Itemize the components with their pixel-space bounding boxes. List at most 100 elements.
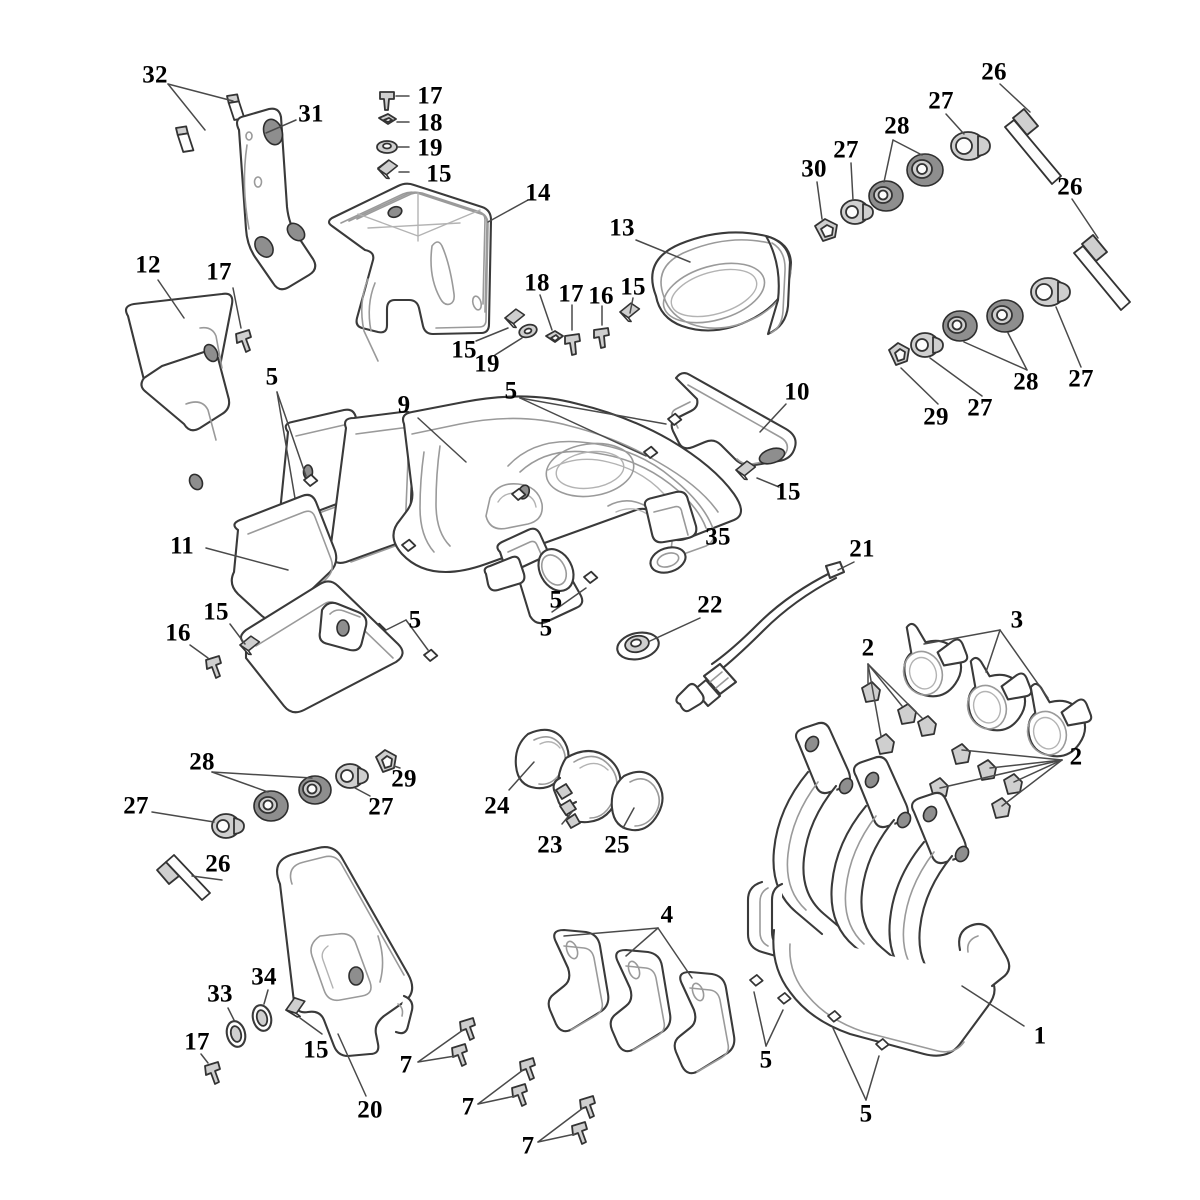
callout-label: 16 xyxy=(165,619,191,647)
part-11-cover xyxy=(205,493,404,714)
callout-label: 15 xyxy=(203,598,229,626)
callout-label: 7 xyxy=(461,1093,475,1121)
callout-label: 35 xyxy=(705,523,731,551)
callout-label: 29 xyxy=(923,403,949,431)
part-22-grommet xyxy=(616,617,701,661)
callout-label: 27 xyxy=(833,136,859,164)
callout-label: 17 xyxy=(206,258,232,286)
callout-label: 5 xyxy=(759,1046,773,1074)
callout-label: 11 xyxy=(169,532,195,560)
callout-label: 27 xyxy=(123,792,149,820)
callout-label: 19 xyxy=(474,350,500,378)
fastener-cluster-lower-left xyxy=(151,749,401,901)
part-12-cover xyxy=(124,279,234,491)
part-20-heat-shield xyxy=(276,846,414,1097)
callout-label: 27 xyxy=(967,394,993,422)
callout-label: 32 xyxy=(142,61,168,89)
part-21-oxygen-sensor xyxy=(675,560,855,713)
callout-label: 1 xyxy=(1033,1022,1047,1050)
part-15-clip-shield-bottom xyxy=(475,306,528,342)
part-15-clip-cover11 xyxy=(229,623,263,658)
callout-label: 18 xyxy=(417,109,443,137)
part-31-bracket xyxy=(235,107,317,291)
callout-label: 15 xyxy=(303,1036,329,1064)
callout-label: 5 xyxy=(408,606,422,634)
callout-label: 21 xyxy=(849,535,875,563)
callout-label: 28 xyxy=(1013,368,1039,396)
callout-label: 18 xyxy=(524,269,550,297)
callout-label: 26 xyxy=(981,58,1007,86)
callout-label: 15 xyxy=(620,273,646,301)
part-9-main-shield xyxy=(278,395,743,625)
callout-label: 3 xyxy=(1010,606,1024,634)
part-33-washer xyxy=(225,1007,247,1048)
callout-label: 4 xyxy=(660,901,674,929)
part-13-silencer xyxy=(635,231,792,336)
part-16-bolt-cover11 xyxy=(189,644,222,679)
part-7-bolts xyxy=(417,1017,596,1145)
part-15-clip-shield-right xyxy=(617,297,643,325)
part-19-washer-shield xyxy=(494,323,538,356)
part-18-nut xyxy=(539,294,564,343)
callout-label: 20 xyxy=(357,1096,383,1124)
callout-label: 16 xyxy=(588,282,614,310)
part-14-heat-shield xyxy=(327,182,529,362)
part-17-bolt-shield xyxy=(564,304,581,356)
callout-label: 17 xyxy=(417,82,443,110)
part-23-clamp xyxy=(552,749,622,829)
part-15-clip-shield20 xyxy=(282,993,323,1035)
callout-label: 24 xyxy=(484,792,510,820)
callout-label: 19 xyxy=(417,134,443,162)
callout-label: 28 xyxy=(884,112,910,140)
callout-label: 12 xyxy=(135,251,161,279)
callout-label: 7 xyxy=(521,1132,535,1160)
part-3-gaskets xyxy=(902,622,1093,758)
callout-label: 5 xyxy=(504,377,518,405)
part-17-bolt-cover12 xyxy=(232,287,252,353)
part-16-bolt-shield xyxy=(593,305,610,349)
part-15-clip-shield-top xyxy=(375,157,401,182)
callout-label: 27 xyxy=(368,793,394,821)
callout-label: 7 xyxy=(399,1051,413,1079)
callout-label: 2 xyxy=(861,634,875,662)
callout-label: 26 xyxy=(1057,173,1083,201)
part-32-bolts xyxy=(167,83,253,156)
callout-label: 15 xyxy=(426,160,452,188)
callout-label: 9 xyxy=(397,391,411,419)
callout-label: 13 xyxy=(609,214,635,242)
fastener-column-top xyxy=(376,91,410,180)
callout-label: 5 xyxy=(549,586,563,614)
callout-label: 27 xyxy=(1068,365,1094,393)
callout-label: 5 xyxy=(265,363,279,391)
callout-label: 34 xyxy=(251,963,277,991)
part-5-studs-manifold xyxy=(748,973,891,1101)
callout-label: 27 xyxy=(928,87,954,115)
callout-label: 31 xyxy=(298,100,324,128)
callout-label: 23 xyxy=(537,831,563,859)
part-2-nuts-upper xyxy=(861,663,937,755)
callout-label: 5 xyxy=(859,1100,873,1128)
callout-label: 30 xyxy=(801,155,827,183)
callout-label: 17 xyxy=(558,280,584,308)
part-15-clip-bracket10 xyxy=(733,458,780,488)
callout-label: 25 xyxy=(604,831,630,859)
callout-label: 28 xyxy=(189,748,215,776)
callout-label: 22 xyxy=(697,591,723,619)
callout-label: 5 xyxy=(539,614,553,642)
callout-label: 17 xyxy=(184,1028,210,1056)
part-17-bolt-shield20 xyxy=(200,1053,221,1085)
fastener-cluster-upper-right xyxy=(814,83,1062,242)
callout-label: 29 xyxy=(391,765,417,793)
callout-label: 26 xyxy=(205,850,231,878)
part-25-gasket-ring xyxy=(610,770,664,832)
callout-label: 15 xyxy=(775,478,801,506)
callout-label: 2 xyxy=(1069,743,1083,771)
callout-label: 33 xyxy=(207,980,233,1008)
part-1-exhaust-manifold xyxy=(746,721,1025,1057)
callout-label: 14 xyxy=(525,179,551,207)
part-4-brackets xyxy=(547,927,736,1075)
callout-label: 15 xyxy=(451,336,477,364)
fastener-cluster-mid-right xyxy=(888,198,1131,405)
